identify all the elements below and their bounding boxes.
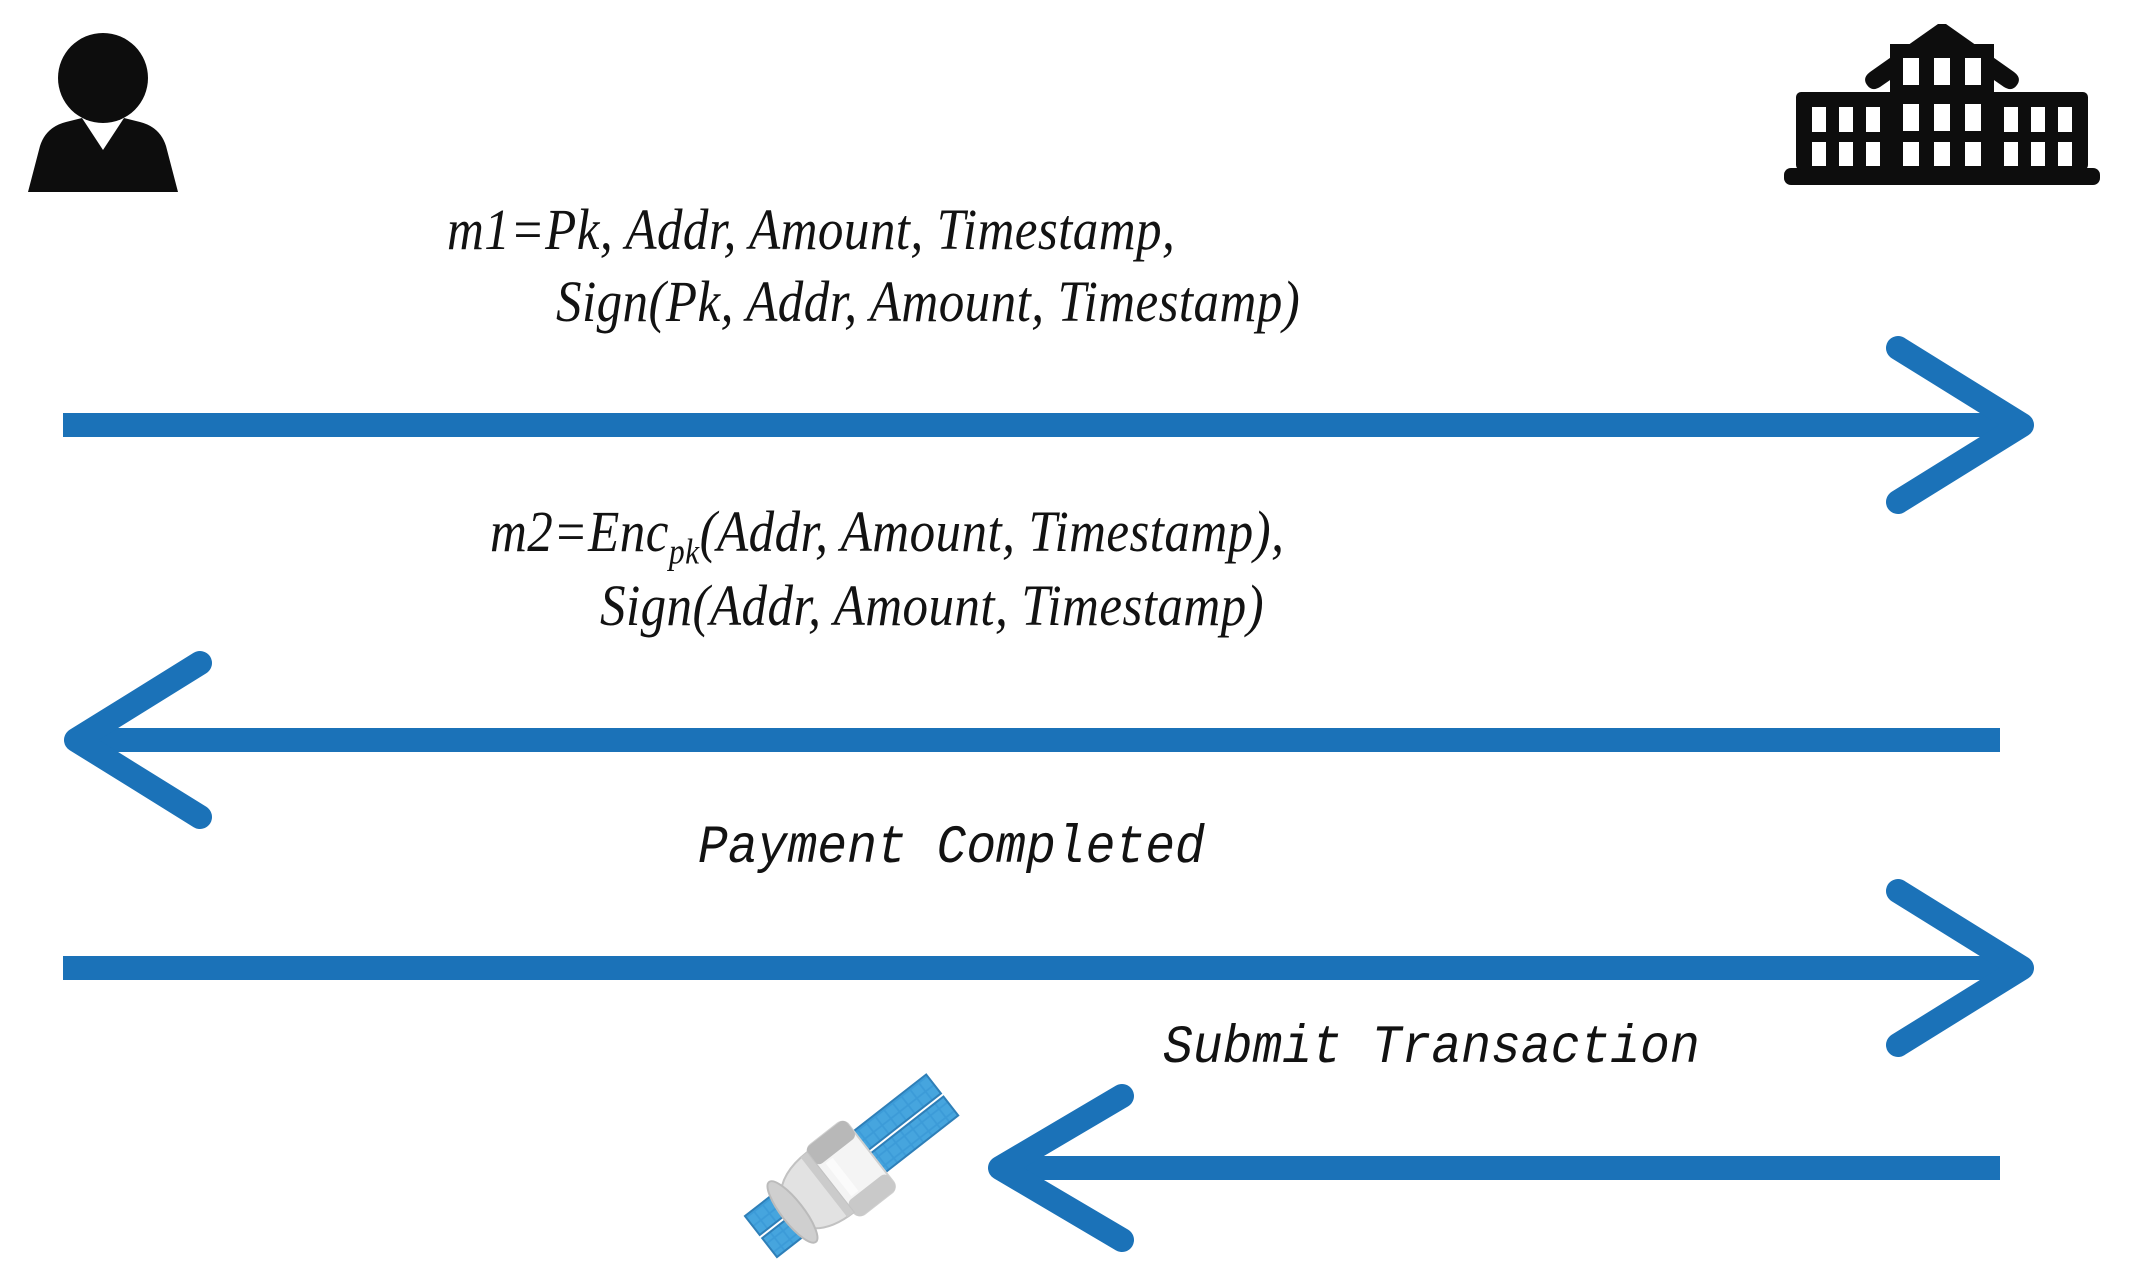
message-m1-line2: Sign(Pk, Addr, Amount, Timestamp) — [556, 269, 1301, 334]
arrow-m1-right — [63, 336, 2034, 514]
message-m2-prefix: m2=Enc — [490, 499, 669, 564]
bank-building-icon — [1782, 8, 2102, 188]
person-icon — [18, 30, 188, 195]
arrow-m3-right — [63, 879, 2034, 1057]
message-payment-completed: Payment Completed — [698, 818, 1205, 879]
arrow-m2-left — [64, 651, 2000, 829]
message-m1-line1: m1=Pk, Addr, Amount, Timestamp, — [447, 197, 1176, 262]
message-submit-transaction: Submit Transaction — [1163, 1018, 1700, 1079]
arrow-m4-left — [988, 1084, 2000, 1252]
satellite-icon — [725, 1055, 975, 1278]
message-m2-subscript: pk — [668, 531, 700, 572]
message-m2-suffix: (Addr, Amount, Timestamp), — [699, 499, 1285, 564]
message-m2-line2: Sign(Addr, Amount, Timestamp) — [600, 573, 1265, 638]
message-m2-line1: m2=Encpk(Addr, Amount, Timestamp), — [490, 498, 1284, 573]
